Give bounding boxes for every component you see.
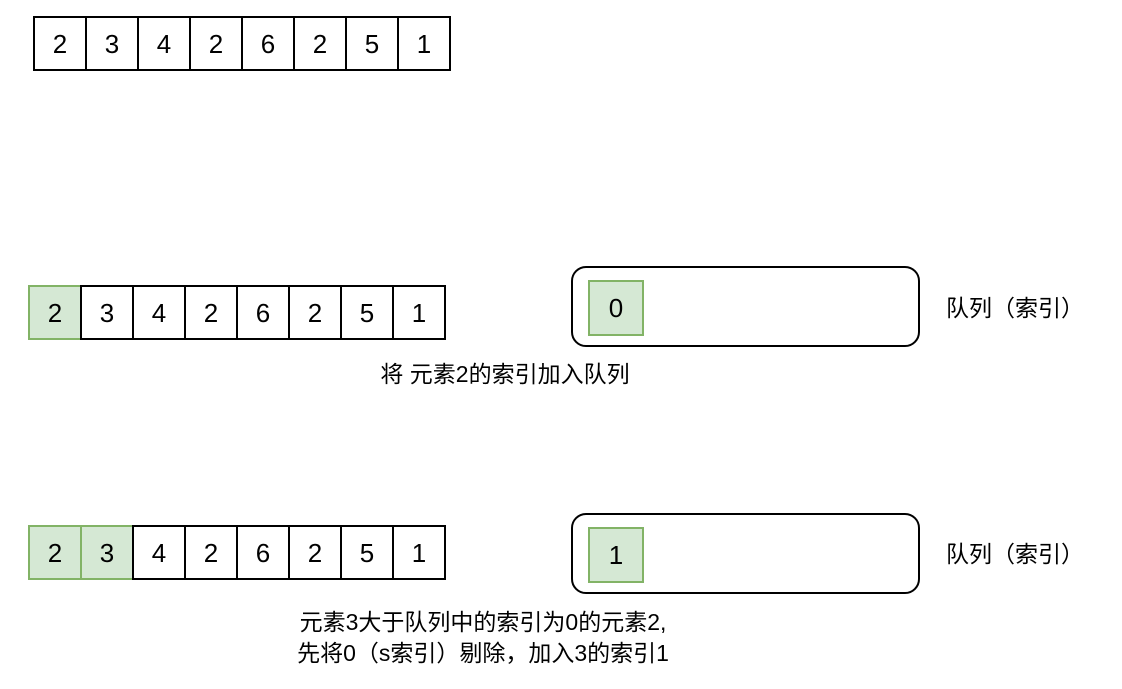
array-cell: 3 xyxy=(80,285,134,340)
array-cell-highlighted: 2 xyxy=(28,525,82,580)
array-cell: 6 xyxy=(241,16,295,71)
array-row-step1: 2 3 4 2 6 2 5 1 xyxy=(28,285,446,340)
queue-box-step2: 1 xyxy=(571,513,920,594)
array-cell: 6 xyxy=(236,525,290,580)
queue-label-step2: 队列（索引） xyxy=(946,541,1084,567)
queue-cell: 0 xyxy=(588,280,644,336)
array-cell: 5 xyxy=(340,525,394,580)
array-cell: 2 xyxy=(288,525,342,580)
array-cell: 2 xyxy=(293,16,347,71)
array-cell-highlighted: 3 xyxy=(80,525,134,580)
array-row-initial: 2 3 4 2 6 2 5 1 xyxy=(33,16,451,71)
array-cell: 5 xyxy=(340,285,394,340)
queue-box-step1: 0 xyxy=(571,266,920,347)
queue-cell: 1 xyxy=(588,527,644,583)
array-cell: 5 xyxy=(345,16,399,71)
array-cell: 1 xyxy=(397,16,451,71)
array-cell: 2 xyxy=(189,16,243,71)
array-cell: 2 xyxy=(184,525,238,580)
array-cell: 6 xyxy=(236,285,290,340)
array-cell: 4 xyxy=(132,525,186,580)
queue-label-step1: 队列（索引） xyxy=(946,295,1084,321)
array-cell: 4 xyxy=(137,16,191,71)
step2-caption-line2: 先将0（s索引）剔除，加入3的索引1 xyxy=(297,640,669,666)
step2-caption-line1: 元素3大于队列中的索引为0的元素2, xyxy=(299,609,667,635)
array-cell-highlighted: 2 xyxy=(28,285,82,340)
array-cell: 3 xyxy=(85,16,139,71)
step2-caption: 元素3大于队列中的索引为0的元素2, 先将0（s索引）剔除，加入3的索引1 xyxy=(297,607,669,669)
array-cell: 4 xyxy=(132,285,186,340)
array-cell: 2 xyxy=(184,285,238,340)
array-cell: 1 xyxy=(392,525,446,580)
array-cell: 2 xyxy=(288,285,342,340)
array-row-step2: 2 3 4 2 6 2 5 1 xyxy=(28,525,446,580)
array-cell: 1 xyxy=(392,285,446,340)
step1-caption: 将 元素2的索引加入队列 xyxy=(380,361,630,387)
array-cell: 2 xyxy=(33,16,87,71)
